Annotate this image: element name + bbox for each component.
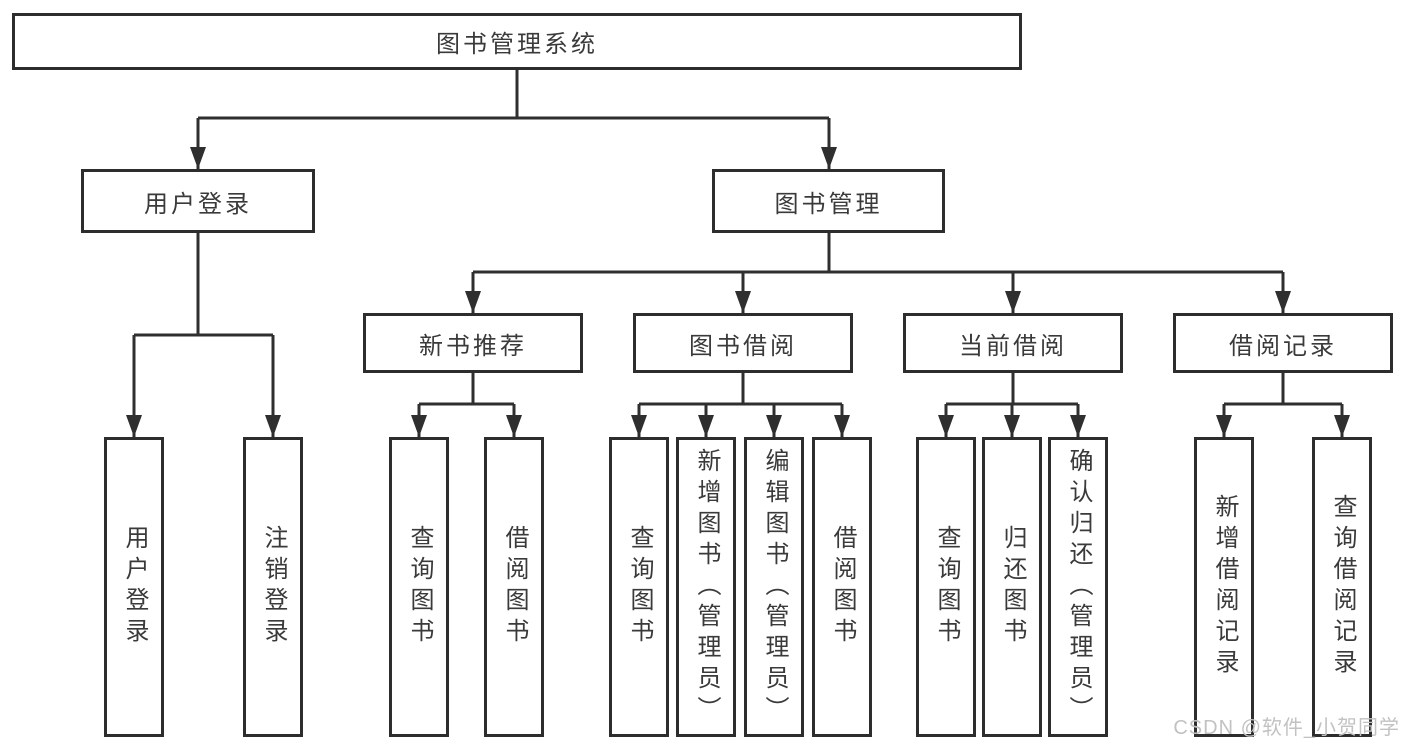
leaf-label: 查询图书	[626, 525, 653, 649]
leaf-label: 用户登录	[121, 525, 148, 649]
leaf-recommend-query-books: 查询图书	[389, 437, 449, 737]
leaf-label: 借阅图书	[829, 525, 856, 649]
leaf-logout: 注销登录	[243, 437, 303, 737]
node-new-book-recommend: 新书推荐	[363, 313, 583, 373]
leaf-label: 归还图书	[999, 525, 1026, 649]
leaf-borrowing-add-books-admin: 新增图书（管理员）	[676, 437, 736, 737]
arrowhead-icons	[126, 147, 1350, 437]
leaf-records-add-borrow-record: 新增借阅记录	[1194, 437, 1254, 737]
leaf-label: 查询借阅记录	[1329, 494, 1356, 680]
leaf-label: 确认归还（管理员）	[1065, 447, 1092, 727]
leaf-user-login: 用户登录	[104, 437, 164, 737]
leaf-label: 编辑图书（管理员）	[761, 447, 788, 727]
watermark-text: CSDN @软件_小贺同学	[1173, 717, 1400, 739]
node-book-management: 图书管理	[712, 169, 945, 233]
node-current-borrowing: 当前借阅	[903, 313, 1123, 373]
node-user-login: 用户登录	[81, 169, 315, 233]
leaf-label: 借阅图书	[501, 525, 528, 649]
leaf-label: 新增图书（管理员）	[693, 447, 720, 727]
leaf-label: 查询图书	[406, 525, 433, 649]
leaf-current-query-books: 查询图书	[916, 437, 976, 737]
leaf-borrowing-query-books: 查询图书	[609, 437, 669, 737]
leaf-label: 新增借阅记录	[1211, 494, 1238, 680]
node-borrowing-records: 借阅记录	[1173, 313, 1393, 373]
leaf-recommend-borrow-books: 借阅图书	[484, 437, 544, 737]
leaf-current-return-books: 归还图书	[982, 437, 1042, 737]
leaf-current-confirm-return-admin: 确认归还（管理员）	[1048, 437, 1108, 737]
leaf-label: 注销登录	[260, 525, 287, 649]
node-library-management-system: 图书管理系统	[12, 13, 1022, 70]
leaf-borrowing-edit-books-admin: 编辑图书（管理员）	[744, 437, 804, 737]
leaf-label: 查询图书	[933, 525, 960, 649]
leaf-records-query-borrow-record: 查询借阅记录	[1312, 437, 1372, 737]
node-book-borrowing: 图书借阅	[633, 313, 853, 373]
leaf-borrowing-borrow-books: 借阅图书	[812, 437, 872, 737]
